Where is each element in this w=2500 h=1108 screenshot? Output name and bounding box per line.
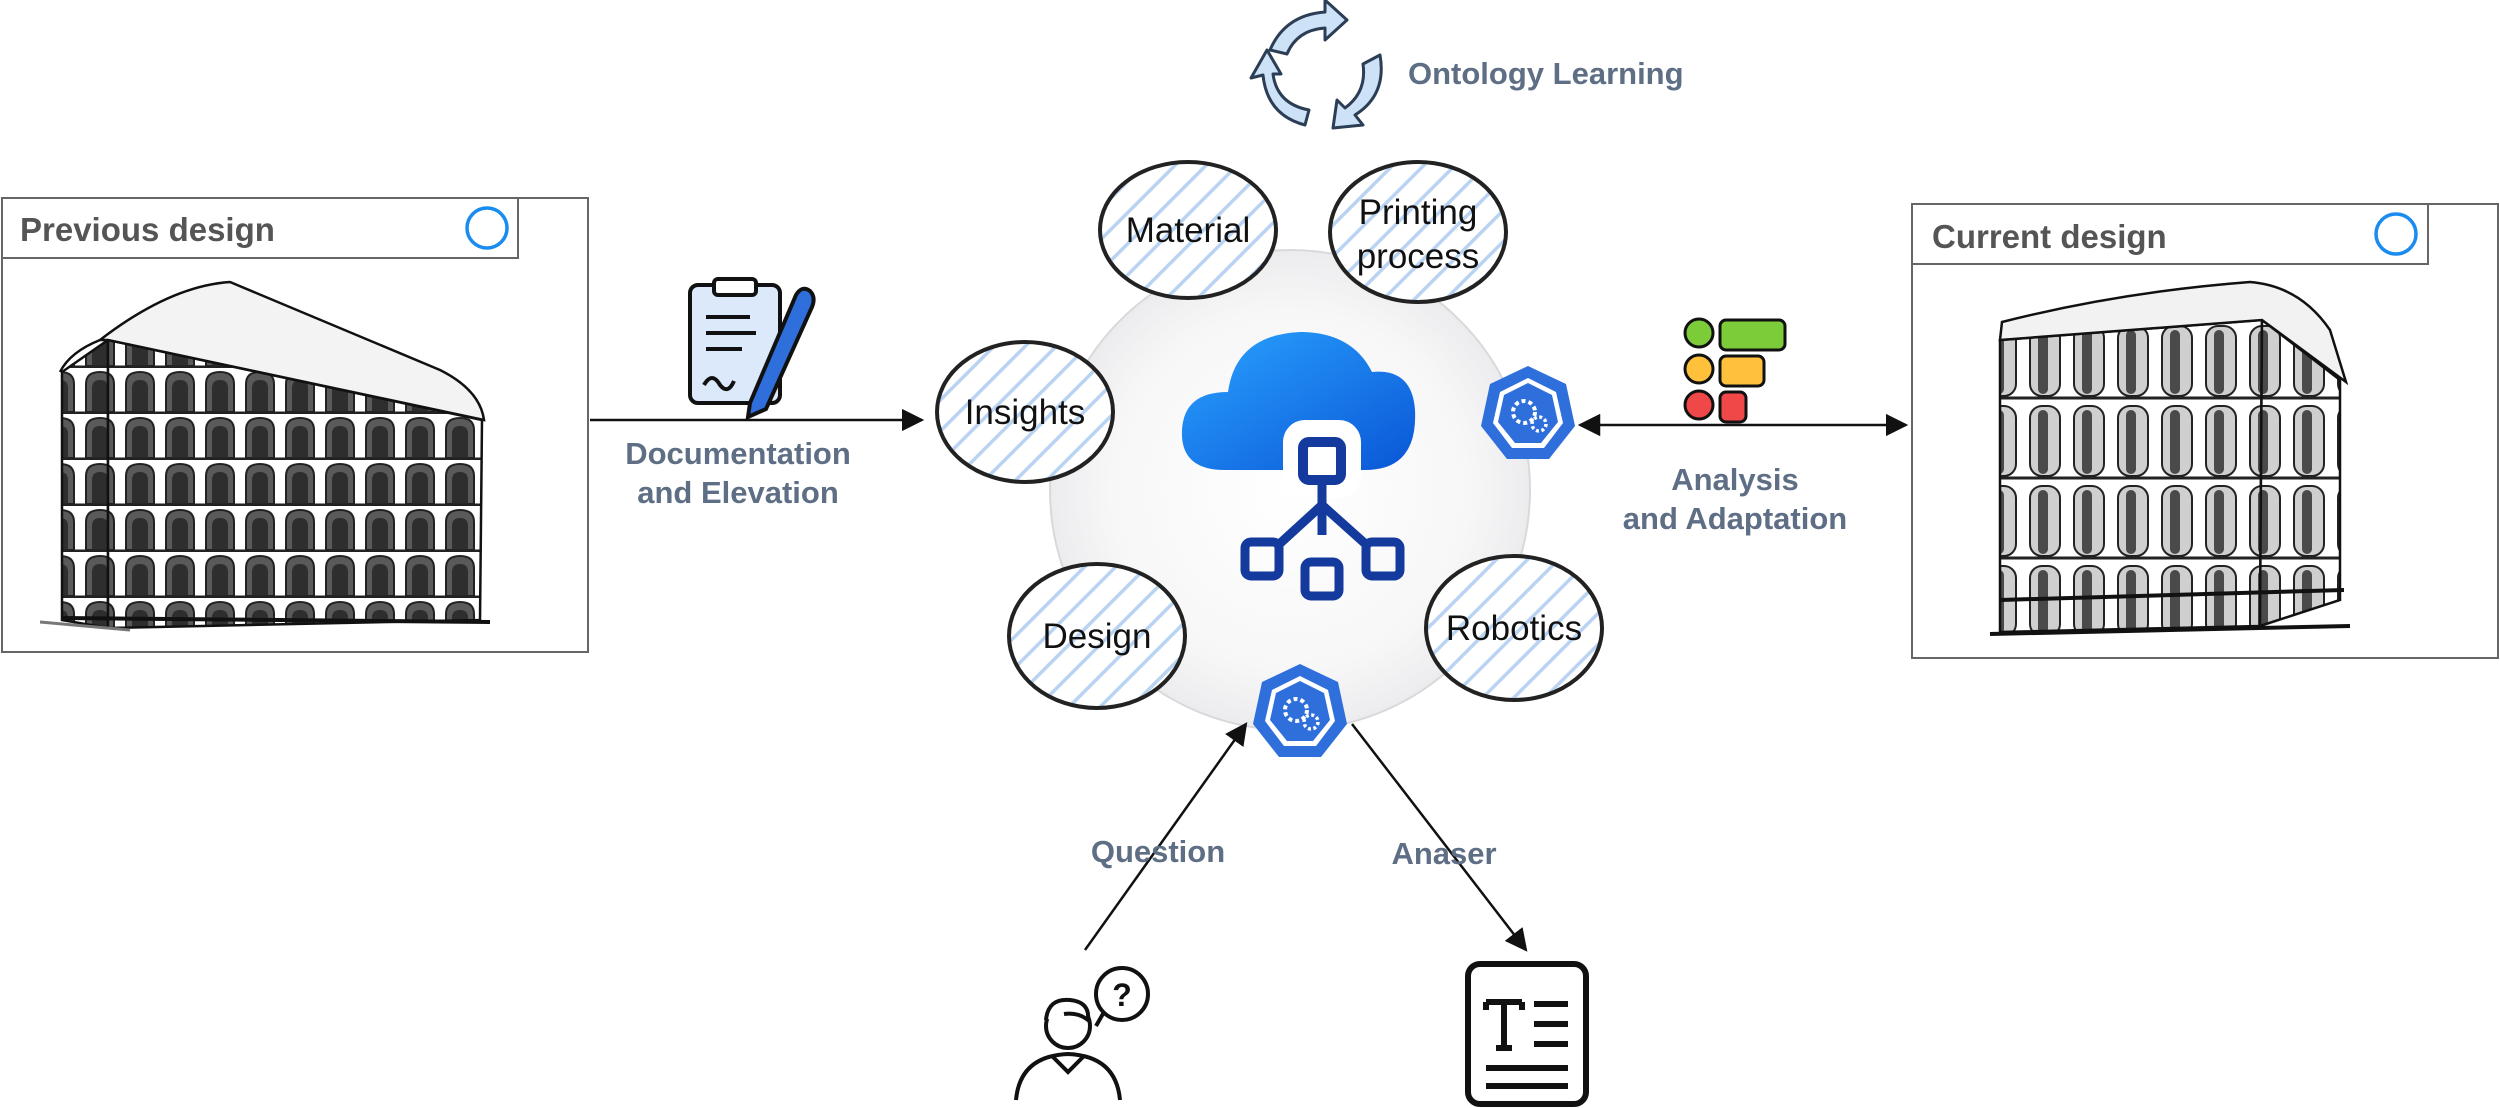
node-printing-process[interactable]: Printing process bbox=[1328, 160, 1508, 304]
ontology-learning-label: Ontology Learning bbox=[1408, 56, 1684, 91]
current-building-image bbox=[1989, 280, 2351, 636]
question-arrow bbox=[1083, 722, 1248, 951]
current-design-radio[interactable] bbox=[2374, 212, 2418, 256]
current-design-panel: Current design bbox=[1911, 203, 2499, 659]
svg-text:?: ? bbox=[1112, 977, 1132, 1013]
ontology-cycle-icon bbox=[1249, 0, 1383, 130]
node-design-label: Design bbox=[1043, 617, 1152, 656]
node-material-label: Material bbox=[1126, 211, 1250, 250]
previous-building-image bbox=[39, 280, 491, 632]
analysis-label-line1: Analysis bbox=[1671, 462, 1799, 497]
node-printing-label-line2: process bbox=[1357, 237, 1480, 276]
text-document-icon bbox=[1465, 961, 1589, 1107]
node-insights-label: Insights bbox=[965, 393, 1086, 432]
current-design-title: Current design bbox=[1932, 218, 2167, 255]
feedback-emoji-icon bbox=[1683, 317, 1787, 424]
user-question-icon: ? bbox=[1014, 966, 1150, 1101]
previous-design-radio[interactable] bbox=[465, 206, 509, 250]
analysis-gear-hexagon-icon[interactable] bbox=[1481, 366, 1575, 459]
analysis-label-line2: and Adaptation bbox=[1623, 501, 1847, 536]
cloud-network-icon bbox=[1181, 332, 1416, 601]
node-design[interactable]: Design bbox=[1007, 562, 1187, 710]
node-material[interactable]: Material bbox=[1098, 160, 1278, 300]
answer-label: Anaser bbox=[1391, 836, 1496, 871]
node-robotics-label: Robotics bbox=[1446, 609, 1582, 648]
documentation-label-line2: and Elevation bbox=[637, 475, 839, 510]
question-label: Question bbox=[1091, 834, 1225, 869]
node-insights[interactable]: Insights bbox=[935, 340, 1115, 484]
node-robotics[interactable]: Robotics bbox=[1424, 554, 1604, 702]
qa-gear-hexagon-icon[interactable] bbox=[1253, 664, 1347, 757]
documentation-label-line1: Documentation bbox=[625, 436, 851, 471]
node-printing-label-line1: Printing bbox=[1359, 193, 1478, 232]
answer-arrow bbox=[1351, 723, 1528, 952]
previous-design-title: Previous design bbox=[20, 211, 275, 248]
previous-design-panel: Previous design bbox=[1, 197, 589, 653]
signed-document-icon bbox=[688, 277, 816, 421]
